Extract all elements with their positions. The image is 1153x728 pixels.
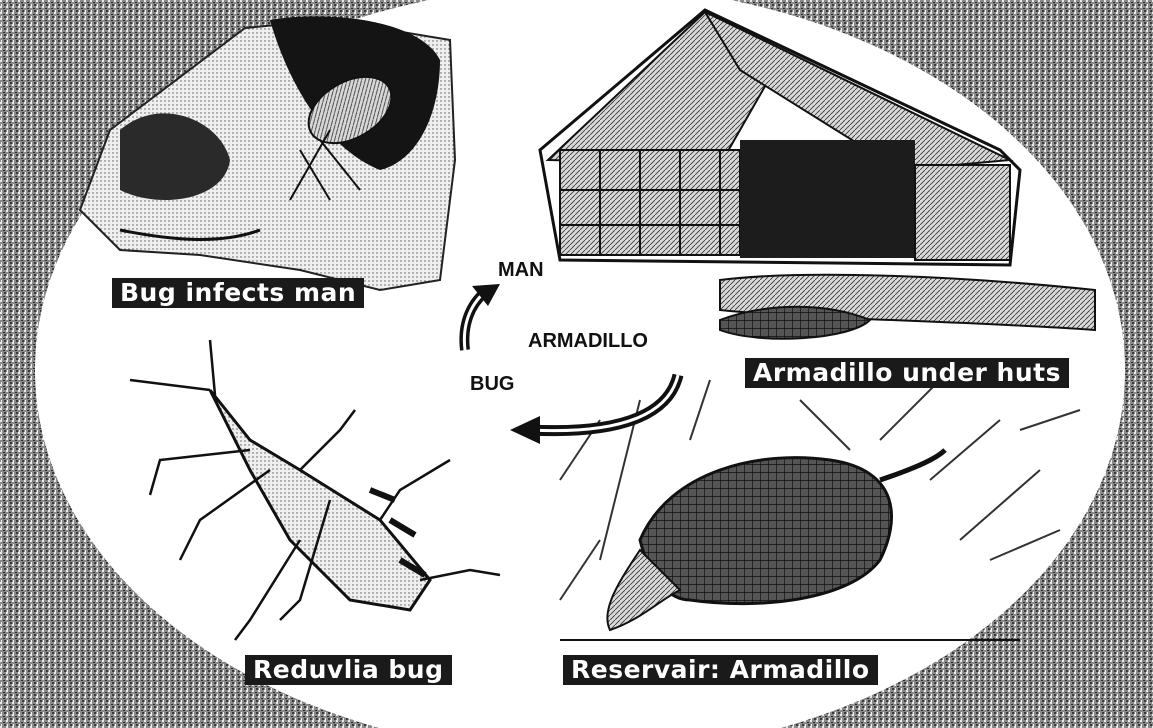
caption-bug-infects-man: Bug infects man: [112, 278, 364, 308]
cycle-label-man: MAN: [498, 259, 544, 281]
caption-reduviid-bug: Reduvlia bug: [245, 655, 452, 685]
cycle-label-armadillo: ARMADILLO: [528, 330, 648, 352]
cycle-label-bug: BUG: [470, 373, 514, 395]
caption-reservoir-armadillo: Reservair: Armadillo: [563, 655, 878, 685]
caption-armadillo-under-huts: Armadillo under huts: [745, 358, 1069, 388]
